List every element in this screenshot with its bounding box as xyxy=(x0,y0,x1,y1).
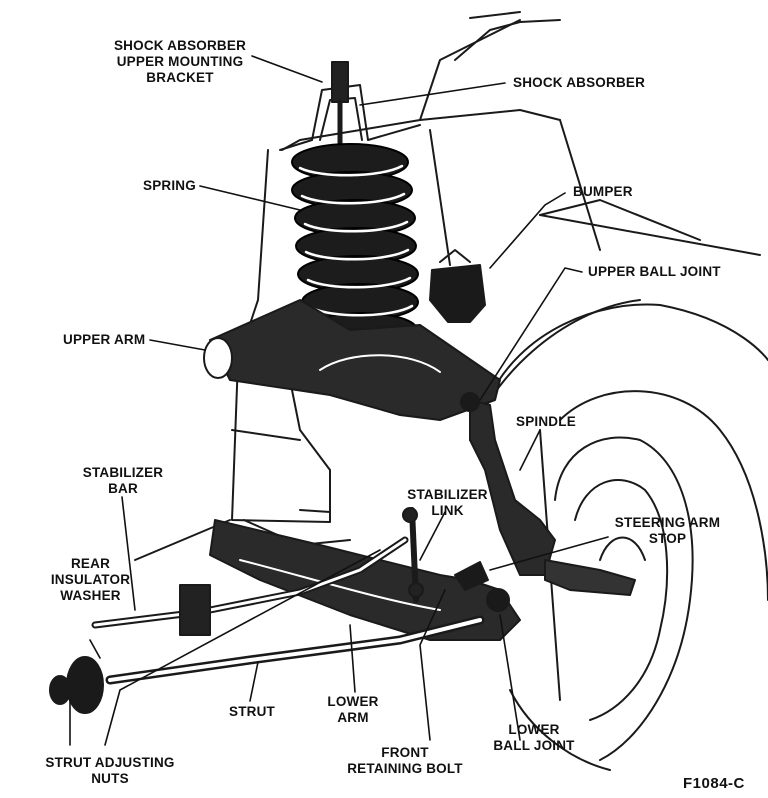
label-bumper: BUMPER xyxy=(573,184,633,199)
stabilizer xyxy=(91,507,424,636)
label-strut: STRUT xyxy=(229,704,275,719)
upper-arm xyxy=(203,299,501,421)
label-spring: SPRING xyxy=(143,178,196,193)
label-stabilizer-link: STABILIZER LINK xyxy=(407,487,488,518)
label-shock-absorber: SHOCK ABSORBER xyxy=(513,75,646,90)
figure-code: F1084-C xyxy=(683,775,745,792)
spindle xyxy=(469,399,636,596)
label-spindle: SPINDLE xyxy=(516,414,576,429)
label-lower-ball-joint: LOWER BALL JOINT xyxy=(493,722,575,753)
bumper xyxy=(429,249,486,323)
label-rear-insulator-washer: REAR INSULATOR WASHER xyxy=(50,556,131,603)
lower-arm xyxy=(209,519,521,641)
strut xyxy=(49,615,485,714)
label-strut-adjusting-nuts: STRUT ADJUSTING NUTS xyxy=(45,755,175,786)
label-steering-arm-stop: STEERING ARM STOP xyxy=(614,515,721,546)
leader-lines xyxy=(69,55,609,746)
label-upper-arm: UPPER ARM xyxy=(63,332,146,347)
label-lower-arm: LOWER ARM xyxy=(327,694,379,725)
label-stabilizer-bar: STABILIZER BAR xyxy=(82,465,164,496)
label-shock-bracket: SHOCK ABSORBER UPPER MOUNTING BRACKET xyxy=(113,38,247,85)
coil-spring xyxy=(291,143,419,348)
label-front-retaining-bolt: FRONT RETAINING BOLT xyxy=(347,745,463,776)
joints xyxy=(454,392,510,612)
label-upper-ball-joint: UPPER BALL JOINT xyxy=(588,264,721,279)
wheel xyxy=(469,299,768,771)
